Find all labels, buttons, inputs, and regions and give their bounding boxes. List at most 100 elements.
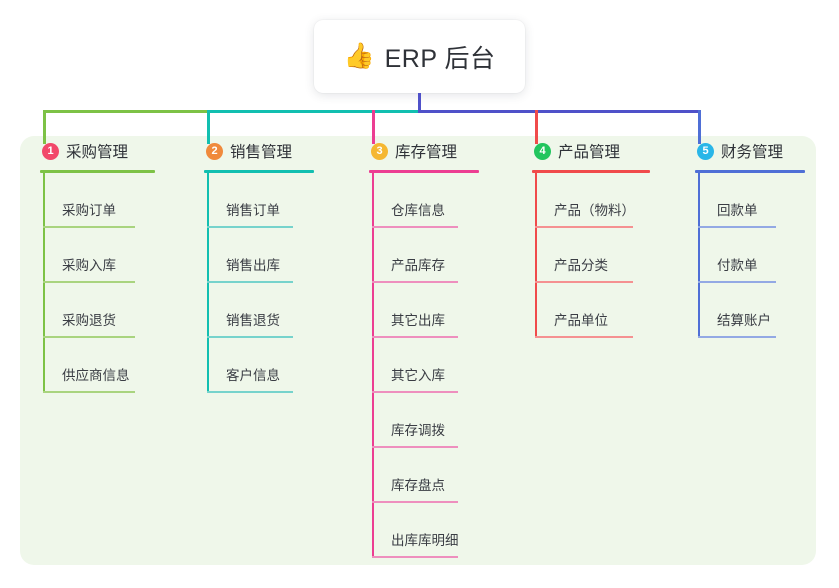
branch-item-label: 仓库信息 — [391, 203, 445, 218]
branch-header-5[interactable]: 5 财务管理 — [695, 136, 815, 166]
branch-item[interactable]: 产品单位 — [532, 283, 660, 338]
branch-trunk-line — [43, 173, 45, 393]
branch-item[interactable]: 产品（物料） — [532, 173, 660, 228]
branch-item[interactable]: 其它入库 — [369, 338, 489, 393]
branch-column-2: 2 销售管理销售订单销售出库销售退货客户信息 — [204, 136, 324, 393]
branch-item-rule — [43, 391, 135, 393]
root-node[interactable]: 👍 ERP 后台 — [314, 20, 525, 93]
drop-connector-2 — [207, 110, 210, 144]
branch-item-label: 产品单位 — [554, 313, 608, 328]
branch-item-rule — [207, 336, 293, 338]
branch-header-rule — [532, 170, 650, 173]
branch-item-rule — [698, 281, 776, 283]
branch-trunk-line — [372, 173, 374, 558]
branch-item[interactable]: 采购退货 — [40, 283, 165, 338]
branch-item[interactable]: 出库库明细 — [369, 503, 489, 558]
branch-item[interactable]: 供应商信息 — [40, 338, 165, 393]
branch-item-rule — [535, 226, 633, 228]
branch-trunk-line — [698, 173, 700, 338]
branch-item-rule — [207, 281, 293, 283]
branch-item-label: 结算账户 — [717, 313, 771, 328]
branch-trunk-line — [535, 173, 537, 338]
branch-item-label: 其它入库 — [391, 368, 445, 383]
branch-item-rule — [372, 336, 458, 338]
branch-item-label: 采购入库 — [62, 258, 116, 273]
branch-column-3: 3 库存管理仓库信息产品库存其它出库其它入库库存调拨库存盘点出库库明细 — [369, 136, 489, 558]
branch-item[interactable]: 客户信息 — [204, 338, 324, 393]
branch-item-list: 采购订单采购入库采购退货供应商信息 — [40, 173, 165, 393]
branch-item-label: 回款单 — [717, 203, 758, 218]
branch-number-badge: 3 — [371, 142, 388, 160]
branch-trunk-line — [207, 173, 209, 393]
branch-item-label: 出库库明细 — [391, 533, 459, 548]
branch-header-rule — [204, 170, 314, 173]
branch-header-rule — [40, 170, 155, 173]
branch-item[interactable]: 销售退货 — [204, 283, 324, 338]
thumbs-up-icon: 👍 — [343, 42, 375, 70]
branch-column-4: 4 产品管理产品（物料） 产品分类产品单位 — [532, 136, 660, 338]
branch-number-badge: 4 — [534, 142, 551, 160]
branch-item[interactable]: 产品库存 — [369, 228, 489, 283]
branch-item[interactable]: 产品分类 — [532, 228, 660, 283]
branch-item-label: 其它出库 — [391, 313, 445, 328]
branch-header-4[interactable]: 4 产品管理 — [532, 136, 660, 166]
branch-header-rule — [369, 170, 479, 173]
branch-item[interactable]: 库存调拨 — [369, 393, 489, 448]
branch-title: 销售管理 — [230, 144, 293, 161]
drop-connector-1 — [43, 110, 46, 144]
branch-item-label: 销售出库 — [226, 258, 280, 273]
branch-item-rule — [372, 281, 458, 283]
drop-connector-4 — [535, 110, 538, 144]
branch-number-badge: 5 — [697, 142, 714, 160]
branch-item-rule — [372, 446, 458, 448]
bus-segment-1 — [43, 110, 207, 113]
branch-number-badge: 2 — [206, 142, 223, 160]
branch-item-label: 客户信息 — [226, 368, 280, 383]
branch-item[interactable]: 其它出库 — [369, 283, 489, 338]
branch-item-rule — [207, 391, 293, 393]
branch-item-rule — [698, 226, 776, 228]
branch-item-label: 产品库存 — [391, 258, 445, 273]
branch-header-2[interactable]: 2 销售管理 — [204, 136, 324, 166]
branch-item-label: 销售订单 — [226, 203, 280, 218]
branch-item-rule — [372, 226, 458, 228]
branch-item-list: 销售订单销售出库销售退货客户信息 — [204, 173, 324, 393]
branch-item-rule — [43, 226, 135, 228]
diagram-panel — [20, 136, 816, 565]
branch-item-rule — [372, 556, 458, 558]
branch-item[interactable]: 采购入库 — [40, 228, 165, 283]
bus-segment-3 — [418, 110, 701, 113]
branch-item-rule — [535, 336, 633, 338]
bus-segment-2 — [207, 110, 418, 113]
branch-item[interactable]: 采购订单 — [40, 173, 165, 228]
branch-item[interactable]: 付款单 — [695, 228, 815, 283]
branch-column-5: 5 财务管理回款单付款单结算账户 — [695, 136, 815, 338]
branch-item[interactable]: 结算账户 — [695, 283, 815, 338]
branch-header-3[interactable]: 3 库存管理 — [369, 136, 489, 166]
branch-item[interactable]: 销售订单 — [204, 173, 324, 228]
branch-item[interactable]: 库存盘点 — [369, 448, 489, 503]
branch-item-label: 付款单 — [717, 258, 758, 273]
branch-item[interactable]: 回款单 — [695, 173, 815, 228]
branch-item-list: 回款单付款单结算账户 — [695, 173, 815, 338]
branch-title: 产品管理 — [558, 144, 621, 161]
branch-item-label: 产品分类 — [554, 258, 608, 273]
branch-item-label: 库存调拨 — [391, 423, 445, 438]
branch-item[interactable]: 销售出库 — [204, 228, 324, 283]
drop-connector-5 — [698, 110, 701, 144]
branch-item-rule — [372, 391, 458, 393]
branch-item-rule — [535, 281, 633, 283]
branch-item[interactable]: 仓库信息 — [369, 173, 489, 228]
branch-item-label: 供应商信息 — [62, 368, 130, 383]
branch-item-list: 仓库信息产品库存其它出库其它入库库存调拨库存盘点出库库明细 — [369, 173, 489, 558]
branch-title: 财务管理 — [721, 144, 784, 161]
branch-number-badge: 1 — [42, 142, 59, 160]
drop-connector-3 — [372, 110, 375, 144]
branch-item-rule — [43, 336, 135, 338]
branch-title: 库存管理 — [395, 144, 458, 161]
branch-item-label: 销售退货 — [226, 313, 280, 328]
branch-item-rule — [207, 226, 293, 228]
